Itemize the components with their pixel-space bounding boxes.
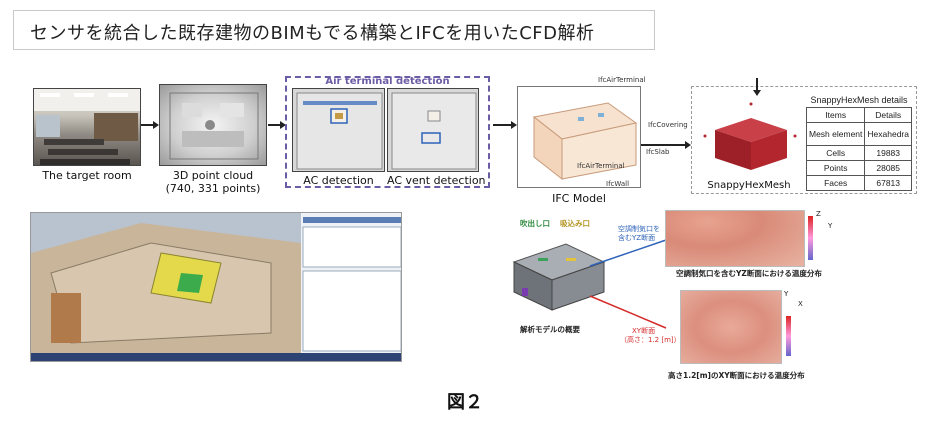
point-cloud-caption-2: (740, 331 points) — [165, 182, 261, 195]
xy-temperature-map — [680, 290, 782, 364]
classroom-illustration — [34, 89, 140, 165]
xy-caption: 高さ1.2[m]のXY断面における温度分布 — [668, 371, 805, 380]
ac-vent-caption: AC vent detection — [387, 174, 486, 187]
table-cell: Cells — [805, 145, 866, 161]
cfd-model-caption: 解析モデルの概要 — [520, 325, 580, 334]
table-cell: Mesh element — [805, 122, 866, 146]
ac-detection-image — [292, 88, 385, 172]
xy-axis-y: Y — [784, 290, 789, 298]
target-room-photo — [33, 88, 141, 166]
xy-axis-x: X — [798, 300, 803, 308]
air-terminal-detection-title: Air terminal detection — [325, 76, 450, 87]
ifc-label-covering: IfcCovering — [648, 121, 688, 129]
table-row: Mesh element Hexahedra — [805, 122, 912, 146]
point-cloud-caption-1: 3D point cloud — [172, 169, 254, 182]
snappy-panel — [691, 86, 917, 194]
ifc-label-air-terminal: IfcAirTerminal — [598, 76, 646, 84]
ifc-model-caption: IFC Model — [552, 192, 606, 205]
yz-colorbar — [808, 216, 813, 260]
ac-detection-caption: AC detection — [303, 174, 374, 187]
figure-label: 図２ — [447, 392, 483, 413]
yz-callout-2: 含むYZ断面 — [618, 234, 656, 242]
arrow-right-icon — [641, 141, 691, 149]
ifc-label-wall: IfcWall — [606, 180, 630, 188]
arrow-right-icon — [141, 121, 159, 129]
xy-colorbar — [786, 316, 791, 356]
air-terminal-detection-box — [285, 76, 490, 188]
table-cell: 19883 — [864, 145, 912, 161]
arrow-down-icon — [753, 78, 761, 96]
yz-axis-z: Z — [816, 210, 821, 218]
table-header-cell: Details — [864, 107, 912, 123]
xy-callout-2: （高さ：1.2 [m]） — [620, 336, 681, 344]
title-box: センサを統合した既存建物のBIMもでる構築とIFCを用いたCFD解析 — [13, 10, 655, 50]
table-row: Cells 19883 — [805, 145, 912, 161]
target-room-caption: The target room — [42, 169, 132, 182]
yz-callout-1: 空調制気口を — [618, 225, 660, 233]
cfd-model-image — [508, 232, 608, 316]
outlet-label: 吸込み口 — [560, 219, 590, 228]
arrow-right-icon — [268, 121, 286, 129]
table-cell: Points — [805, 160, 866, 176]
table-row: Faces 67813 — [805, 175, 912, 191]
yz-temperature-map — [665, 210, 805, 267]
arrow-right-icon — [493, 121, 517, 129]
ifc-label-slab: IfcSlab — [646, 148, 670, 156]
bim-software-screenshot — [30, 212, 402, 362]
snappy-details-table: Items Details Mesh element Hexahedra Cel… — [805, 107, 912, 191]
table-header-row: Items Details — [805, 107, 912, 123]
ac-vent-detection-image — [387, 88, 479, 172]
point-cloud-illustration — [169, 92, 259, 160]
ifc-label-air-terminal-mid: IfcAirTerminal — [577, 162, 625, 170]
cfd-model-illustration — [512, 243, 606, 311]
xy-callout-1: XY断面 — [632, 327, 656, 335]
snappy-mesh-image — [697, 96, 801, 178]
yz-caption: 空調制気口を含むYZ断面における温度分布 — [676, 269, 822, 278]
ifc-model-image — [517, 86, 641, 188]
mesh-illustration — [703, 102, 797, 170]
callout-lines — [589, 239, 667, 329]
snappy-table-title: SnappyHexMesh details — [810, 95, 908, 105]
yz-axis-y: Y — [828, 222, 833, 230]
page-title: センサを統合した既存建物のBIMもでる構築とIFCを用いたCFD解析 — [30, 23, 595, 44]
table-cell: Faces — [805, 175, 866, 191]
table-cell: Hexahedra — [864, 122, 912, 146]
ifc-model-illustration — [532, 102, 638, 181]
table-cell: 67813 — [864, 175, 912, 191]
inlet-label: 吹出し口 — [520, 219, 550, 228]
ac-vent-illustration — [391, 92, 477, 170]
snappy-caption: SnappyHexMesh — [707, 180, 791, 191]
ac-detection-illustration — [296, 92, 383, 170]
bim-3d-view-illustration — [31, 213, 401, 361]
point-cloud-image — [159, 84, 267, 166]
table-row: Points 28085 — [805, 160, 912, 176]
table-header-cell: Items — [805, 107, 866, 123]
table-cell: 28085 — [864, 160, 912, 176]
